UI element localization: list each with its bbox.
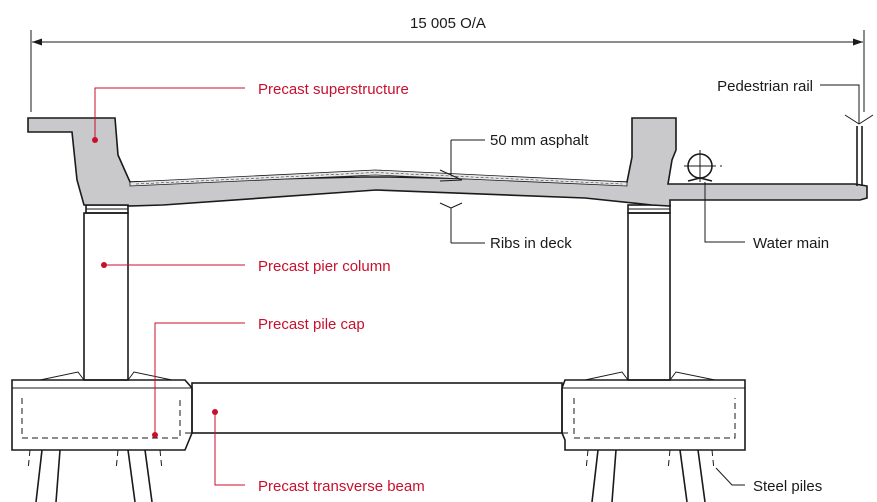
label-precast-transverse-beam: Precast transverse beam <box>258 478 425 495</box>
label-steel-piles: Steel piles <box>753 478 822 495</box>
label-precast-pier-column: Precast pier column <box>258 258 391 275</box>
precast-pier-columns <box>83 212 671 381</box>
label-ribs-in-deck: Ribs in deck <box>490 235 572 252</box>
label-precast-superstructure: Precast superstructure <box>258 81 409 98</box>
bearings <box>85 204 671 214</box>
asphalt-layer <box>129 169 628 187</box>
overall-dimension: 15 005 O/A <box>30 15 865 112</box>
black-leaders <box>451 84 860 486</box>
steel-piles <box>27 449 715 502</box>
asphalt-thickness-marker <box>439 140 463 243</box>
pedestrian-rail <box>844 114 874 186</box>
precast-transverse-beam <box>185 382 568 434</box>
label-precast-pile-cap: Precast pile cap <box>258 316 365 333</box>
label-water-main: Water main <box>753 235 829 252</box>
precast-superstructure <box>27 117 868 207</box>
label-pedestrian-rail: Pedestrian rail <box>717 78 813 95</box>
overall-dimension-label: 15 005 O/A <box>410 15 486 32</box>
red-leaders <box>92 87 245 486</box>
water-main <box>684 150 722 182</box>
label-asphalt: 50 mm asphalt <box>490 132 589 149</box>
